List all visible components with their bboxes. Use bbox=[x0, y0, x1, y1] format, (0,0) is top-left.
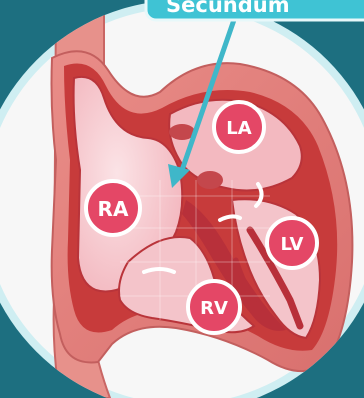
label-rv: RV bbox=[200, 298, 228, 319]
label-la: LA bbox=[226, 118, 251, 139]
label-ra: RA bbox=[98, 197, 129, 221]
callout-label: Secundum bbox=[166, 0, 290, 17]
badge-ra: RA bbox=[86, 181, 140, 235]
badge-la: LA bbox=[214, 102, 264, 152]
badge-lv: LV bbox=[267, 218, 317, 268]
badge-rv: RV bbox=[188, 281, 240, 333]
callout-box: Secundum bbox=[146, 0, 364, 20]
pulmonary-vein-opening bbox=[197, 171, 223, 189]
label-lv: LV bbox=[281, 234, 304, 255]
